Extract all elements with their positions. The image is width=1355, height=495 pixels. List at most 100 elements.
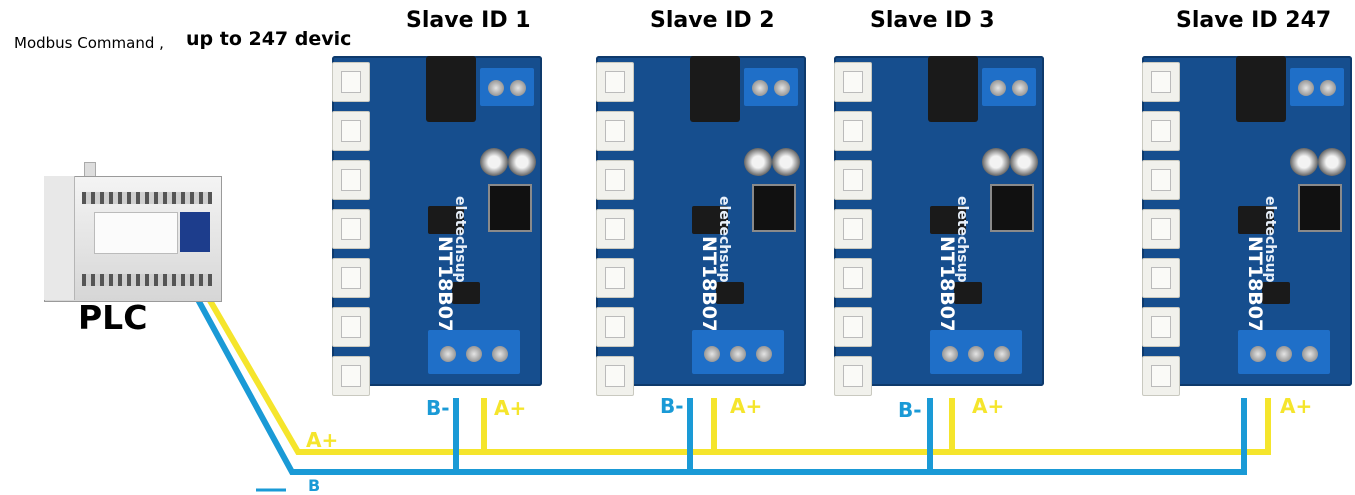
ntc-connector — [1142, 111, 1180, 151]
dc-power-jack — [1236, 56, 1286, 122]
ntc-connector — [834, 258, 872, 298]
screw-icon — [1276, 346, 1292, 362]
dc-power-jack — [928, 56, 978, 122]
regulator-chip — [1298, 184, 1342, 232]
dc-power-jack — [426, 56, 476, 122]
power-terminal-block — [982, 68, 1036, 106]
ntc-connector — [332, 209, 370, 249]
ic-chip — [1262, 282, 1290, 304]
model-label: NT18B07 — [1244, 236, 1266, 333]
regulator-chip — [488, 184, 532, 232]
ic-chip — [1238, 206, 1274, 234]
plc-indicator-panel — [180, 212, 210, 252]
capacitor-icon — [508, 148, 536, 176]
ntc-connector — [1142, 356, 1180, 396]
screw-icon — [1320, 80, 1336, 96]
screw-icon — [994, 346, 1010, 362]
ntc-connector — [834, 160, 872, 200]
screw-icon — [1298, 80, 1314, 96]
ntc-connector — [596, 111, 634, 151]
screw-icon — [466, 346, 482, 362]
ntc-connector — [332, 356, 370, 396]
ic-chip — [954, 282, 982, 304]
ntc-connectors — [332, 62, 372, 405]
a-plus-label-247: A+ — [1280, 394, 1313, 418]
b-minus-wire — [193, 294, 1247, 475]
ntc-connector — [1142, 160, 1180, 200]
power-terminal-block — [744, 68, 798, 106]
slave-board-1: eletechsup NT18B07 — [332, 56, 542, 396]
ntc-connector — [596, 258, 634, 298]
ntc-connector — [596, 160, 634, 200]
ntc-connector — [332, 160, 370, 200]
ic-chip — [716, 282, 744, 304]
capacitor-icon — [744, 148, 772, 176]
ntc-connector — [834, 209, 872, 249]
capacitor-icon — [1290, 148, 1318, 176]
regulator-chip — [752, 184, 796, 232]
ntc-connector — [834, 307, 872, 347]
ic-chip — [930, 206, 966, 234]
regulator-chip — [990, 184, 1034, 232]
ntc-connector — [1142, 209, 1180, 249]
ntc-connector — [834, 356, 872, 396]
model-label: NT18B07 — [936, 236, 958, 333]
ic-chip — [428, 206, 464, 234]
slave-board-2: eletechsup NT18B07 — [596, 56, 806, 396]
model-label: NT18B07 — [698, 236, 720, 333]
screw-icon — [440, 346, 456, 362]
screw-icon — [1302, 346, 1318, 362]
slave-title-247: Slave ID 247 — [1176, 8, 1332, 33]
device-count-caption: up to 247 devic — [186, 28, 352, 50]
plc-top-terminals — [82, 192, 212, 204]
ic-chip — [692, 206, 728, 234]
screw-icon — [752, 80, 768, 96]
ntc-connector — [596, 356, 634, 396]
screw-icon — [1250, 346, 1266, 362]
ntc-connector — [332, 258, 370, 298]
ntc-connectors — [834, 62, 874, 405]
b-minus-label-2: B- — [660, 394, 684, 418]
b-minus-label-3: B- — [898, 398, 922, 422]
a-plus-label-plc: A+ — [306, 428, 339, 452]
slave-title-2: Slave ID 2 — [650, 8, 775, 33]
screw-icon — [1012, 80, 1028, 96]
screw-icon — [510, 80, 526, 96]
slave-title-1: Slave ID 1 — [406, 8, 531, 33]
rs485-terminal-block — [692, 330, 784, 374]
screw-icon — [942, 346, 958, 362]
plc-front-panel — [94, 212, 178, 254]
capacitor-icon — [480, 148, 508, 176]
a-plus-label-2: A+ — [730, 394, 763, 418]
ntc-connector — [596, 62, 634, 102]
capacitor-icon — [1010, 148, 1038, 176]
ntc-connector — [834, 62, 872, 102]
screw-icon — [756, 346, 772, 362]
screw-icon — [488, 80, 504, 96]
ntc-connector — [1142, 258, 1180, 298]
screw-icon — [968, 346, 984, 362]
modbus-command-caption: Modbus Command , — [14, 34, 164, 52]
b-label-plc: B — [308, 476, 321, 495]
screw-icon — [990, 80, 1006, 96]
plc-side-panel — [44, 176, 75, 300]
rs485-terminal-block — [930, 330, 1022, 374]
power-terminal-block — [480, 68, 534, 106]
dc-power-jack — [690, 56, 740, 122]
rs485-terminal-block — [1238, 330, 1330, 374]
ntc-connector — [596, 307, 634, 347]
rs485-terminal-block — [428, 330, 520, 374]
ntc-connectors — [1142, 62, 1182, 405]
ntc-connector — [596, 209, 634, 249]
plc-device — [44, 162, 230, 312]
ntc-connectors — [596, 62, 636, 405]
capacitor-icon — [1318, 148, 1346, 176]
a-plus-wire — [202, 290, 1271, 455]
ntc-connector — [1142, 307, 1180, 347]
ntc-connector — [1142, 62, 1180, 102]
ntc-connector — [332, 62, 370, 102]
slave-board-3: eletechsup NT18B07 — [834, 56, 1044, 396]
a-plus-label-1: A+ — [494, 396, 527, 420]
screw-icon — [774, 80, 790, 96]
